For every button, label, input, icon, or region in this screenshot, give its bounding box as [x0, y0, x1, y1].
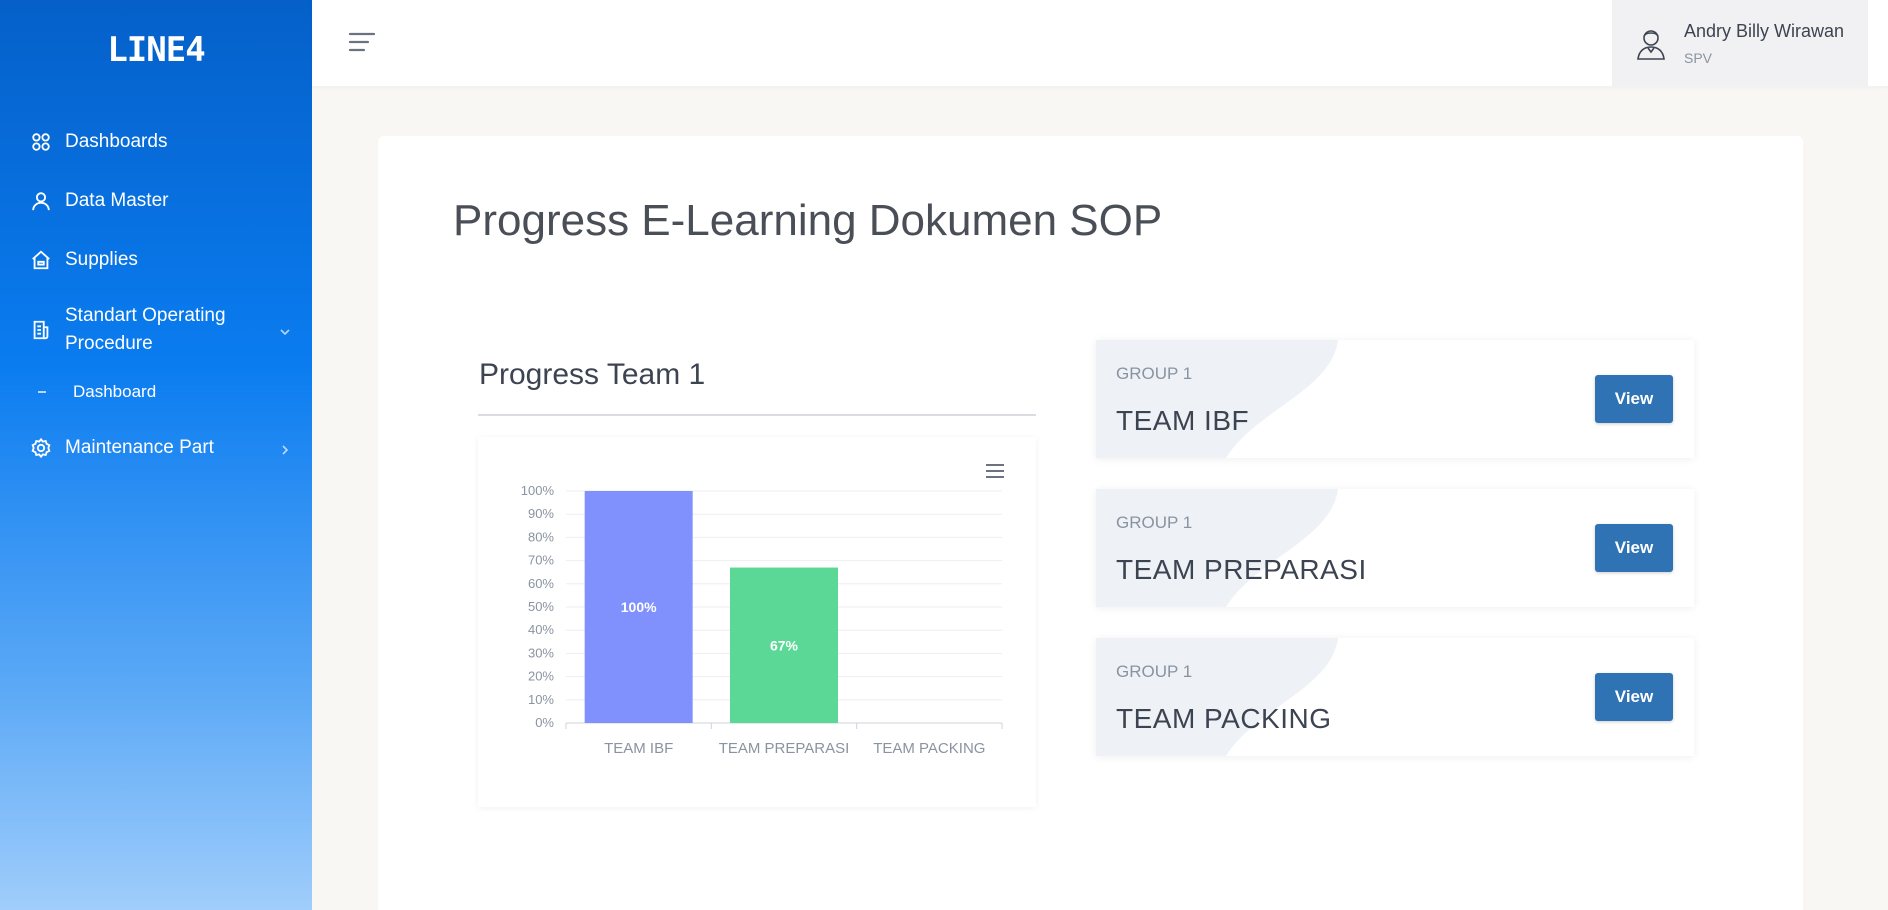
chevron-right-icon — [278, 441, 292, 455]
sidebar-item-sop[interactable]: Standart Operating Procedure — [30, 302, 292, 358]
gear-icon — [30, 437, 52, 459]
bar-chart: 0% 10% 20% 30% 40% 50% 60% 70% 80% 90% 100% 100% TEA… — [521, 483, 1003, 757]
bullet-icon — [38, 391, 46, 393]
app-logo[interactable]: LINE4 — [0, 30, 312, 70]
bar — [584, 491, 693, 723]
x-tick-label: TEAM PACKING — [873, 740, 985, 757]
team-group: GROUP 1 — [1116, 662, 1193, 681]
page-title: Progress E-Learning Dokumen SOP — [453, 196, 1163, 245]
sidebar-subitem-dashboard[interactable]: Dashboard — [30, 382, 156, 402]
user-profile[interactable]: Andry Billy Wirawan SPV — [1612, 0, 1868, 86]
user-icon — [30, 190, 52, 212]
sidebar-item-label: Dashboards — [65, 131, 168, 152]
y-tick-label: 50% — [528, 599, 554, 614]
y-tick-label: 80% — [528, 529, 554, 544]
team-card: GROUP 1 TEAM PACKING View — [1096, 638, 1694, 756]
sidebar-item-label: Data Master — [65, 190, 169, 211]
team-name: TEAM PACKING — [1116, 703, 1332, 734]
x-tick-label: TEAM IBF — [604, 740, 673, 757]
team-card: GROUP 1 TEAM PREPARASI View — [1096, 489, 1694, 607]
team-name: TEAM PREPARASI — [1116, 554, 1367, 585]
y-tick-label: 90% — [528, 506, 554, 521]
sidebar-item-label: Supplies — [65, 249, 138, 270]
team-card: GROUP 1 TEAM IBF View — [1096, 340, 1694, 458]
user-role: SPV — [1684, 49, 1713, 66]
view-button[interactable]: View — [1595, 375, 1673, 423]
sidebar-item-dashboards[interactable]: Dashboards — [30, 128, 292, 156]
sidebar-item-maintenance-part[interactable]: Maintenance Part — [30, 434, 292, 462]
sidebar-subitem-label: Dashboard — [73, 382, 157, 401]
team-group: GROUP 1 — [1116, 513, 1193, 532]
avatar-icon — [1634, 26, 1668, 60]
team-group: GROUP 1 — [1116, 364, 1193, 383]
bar-data-label: 67% — [770, 637, 799, 653]
chevron-down-icon — [278, 323, 292, 337]
team-name: TEAM IBF — [1116, 405, 1250, 436]
sidebar-item-label: Standart Operating Procedure — [65, 305, 226, 354]
home-icon — [30, 249, 52, 271]
card-decoration — [1096, 340, 1338, 458]
menu-toggle-icon[interactable] — [348, 31, 376, 53]
chart-section-title: Progress Team 1 — [479, 358, 706, 391]
x-tick-label: TEAM PREPARASI — [719, 740, 850, 757]
card-decoration — [1096, 489, 1338, 607]
card-decoration — [1096, 638, 1338, 756]
y-tick-label: 20% — [528, 669, 554, 684]
user-name: Andry Billy Wirawan — [1684, 20, 1845, 41]
sidebar-item-data-master[interactable]: Data Master — [30, 187, 292, 215]
y-tick-label: 10% — [528, 692, 554, 707]
bar-data-label: 100% — [621, 599, 657, 615]
chart-menu-icon[interactable] — [984, 462, 1006, 480]
sidebar: LINE4 Dashboards Data Master Supplies St… — [0, 0, 312, 910]
bar — [730, 567, 838, 723]
grid-icon — [30, 131, 52, 153]
logo-text: LINE4 — [107, 30, 205, 70]
view-button[interactable]: View — [1595, 524, 1673, 572]
document-icon — [30, 319, 52, 341]
y-tick-label: 100% — [521, 483, 555, 498]
divider — [478, 414, 1036, 416]
y-tick-label: 0% — [535, 715, 554, 730]
view-button[interactable]: View — [1595, 673, 1673, 721]
y-tick-label: 70% — [528, 553, 554, 568]
sidebar-item-supplies[interactable]: Supplies — [30, 246, 292, 274]
y-tick-label: 30% — [528, 645, 554, 660]
y-tick-label: 60% — [528, 576, 554, 591]
y-tick-label: 40% — [528, 622, 554, 637]
sidebar-item-label: Maintenance Part — [65, 437, 214, 458]
